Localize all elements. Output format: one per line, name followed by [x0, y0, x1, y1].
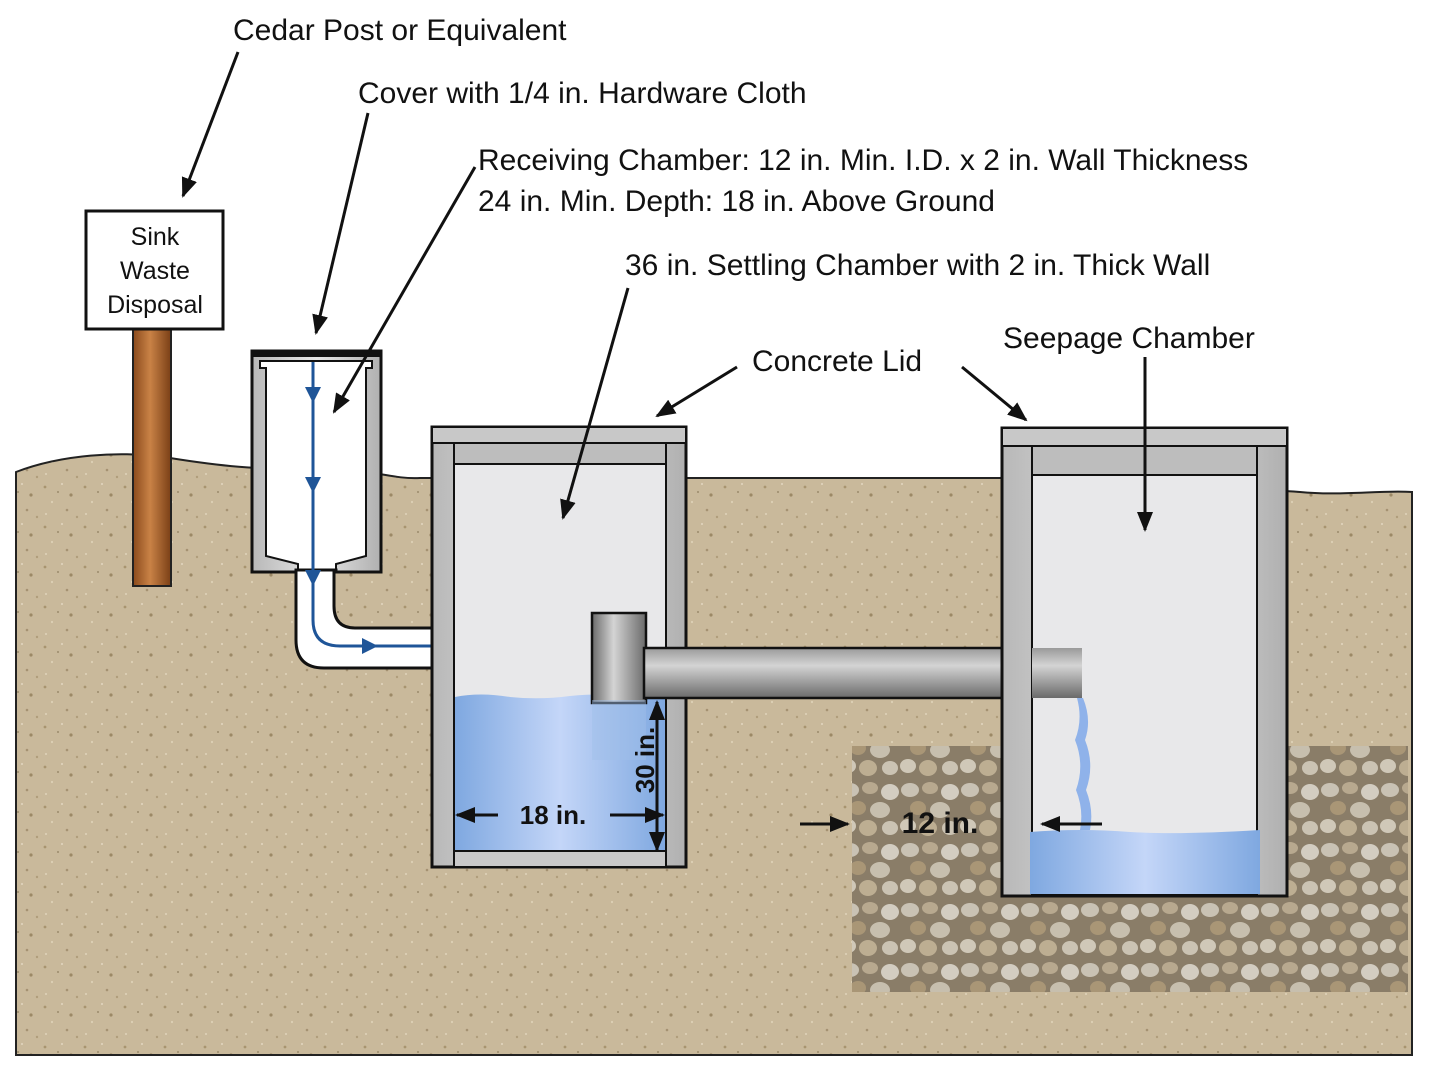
dimension-12in-label: 12 in. — [902, 807, 979, 840]
sink-waste-disposal-sign: Sink Waste Disposal — [84, 209, 225, 331]
sign-line-3: Disposal — [107, 291, 203, 319]
dimension-30in: 30 in. — [630, 700, 665, 852]
label-settling: 36 in. Settling Chamber with 2 in. Thick… — [625, 249, 1210, 282]
sign-line-2: Waste — [120, 257, 190, 285]
leader-settling — [560, 287, 630, 520]
dimension-18in-label: 18 in. — [520, 800, 586, 830]
cedar-post — [132, 327, 172, 587]
leader-cedar-post — [181, 51, 240, 198]
label-cover: Cover with 1/4 in. Hardware Cloth — [358, 77, 807, 110]
label-seepage: Seepage Chamber — [1003, 322, 1255, 355]
label-cedar-post: Cedar Post or Equivalent — [233, 14, 567, 47]
seepage-chamber-water — [1030, 830, 1260, 894]
hardware-cloth-cover — [252, 350, 381, 357]
leader-receiving — [332, 166, 477, 414]
receiving-chamber — [250, 349, 383, 574]
sign-line-1: Sink — [131, 223, 180, 251]
dimension-18in: 18 in. — [455, 800, 665, 830]
label-concrete-lid: Concrete Lid — [752, 345, 922, 378]
settling-chamber — [430, 425, 688, 869]
dimension-30in-label: 30 in. — [630, 727, 660, 793]
leader-lid-left — [655, 365, 738, 418]
leader-cover — [312, 112, 370, 335]
label-receiving-line-1: Receiving Chamber: 12 in. Min. I.D. x 2 … — [478, 144, 1248, 177]
water-stream — [1075, 698, 1092, 830]
dimension-12in: 12 in. — [800, 807, 1102, 840]
label-receiving-line-2: 24 in. Min. Depth: 18 in. Above Ground — [478, 185, 995, 218]
leader-lid-right — [961, 365, 1028, 422]
settling-chamber-lid — [431, 426, 687, 444]
settling-chamber-water — [455, 694, 665, 851]
